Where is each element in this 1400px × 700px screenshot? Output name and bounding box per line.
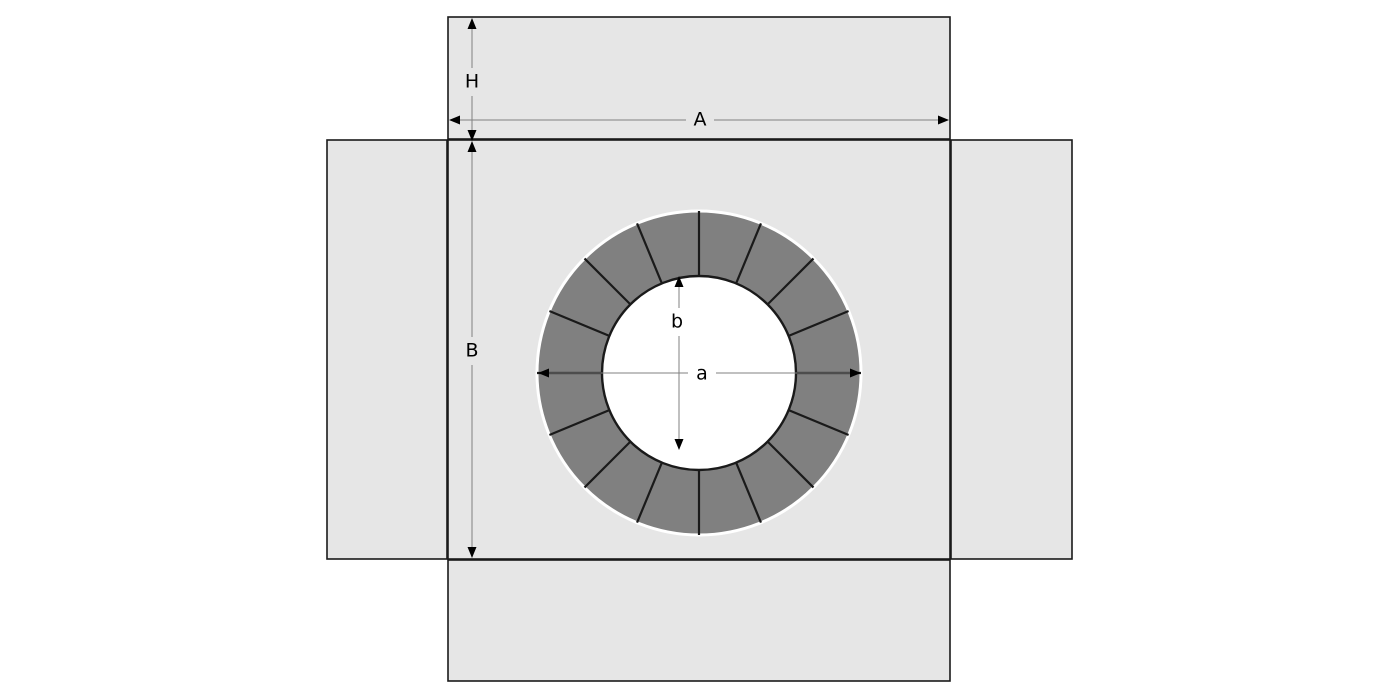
dimension-B: B: [460, 141, 484, 558]
dimension-a-label-bg: [688, 360, 716, 388]
right-flap: [950, 139, 1073, 560]
dimension-B-label: B: [465, 340, 478, 362]
dimension-H-label-bg: [460, 68, 484, 96]
dimension-B-label-bg: [460, 337, 484, 365]
dimension-b-label-bg: [665, 308, 689, 336]
dimension-A: A: [449, 106, 949, 134]
left-flap: [326, 139, 448, 560]
dimension-a-label: a: [696, 363, 708, 385]
dimension-A-label-bg: [686, 106, 714, 134]
dimension-a: a: [538, 360, 861, 388]
dimension-A-label: A: [694, 109, 707, 131]
bottom-flap: [447, 559, 951, 682]
dimension-b: b: [665, 276, 689, 450]
dimension-b-label: b: [671, 311, 683, 333]
dimension-H: H: [460, 18, 484, 141]
dimension-H-label: H: [465, 71, 479, 93]
flap-group: [326, 16, 1073, 682]
